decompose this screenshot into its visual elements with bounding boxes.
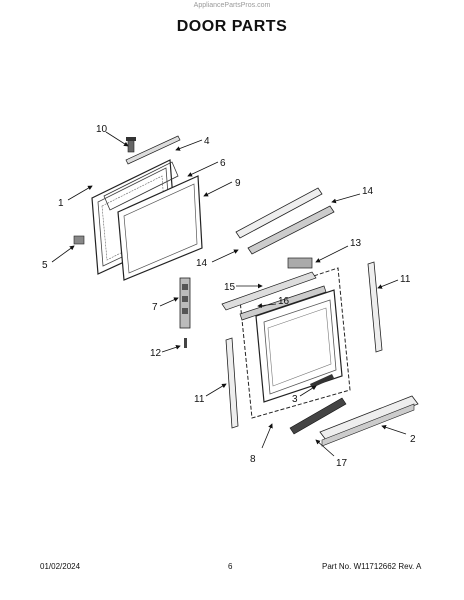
callout-12: 12 — [150, 348, 162, 359]
callout-11-right: 11 — [400, 274, 411, 285]
callout-13: 13 — [350, 238, 362, 249]
bracket-5 — [73, 235, 85, 245]
callout-8: 8 — [250, 454, 256, 465]
hinge — [179, 277, 191, 348]
callout-numbers: 10 4 6 9 1 5 14 13 14 11 15 16 7 12 11 3… — [42, 124, 416, 469]
rail-14-upper — [235, 187, 335, 255]
callout-14-upper: 14 — [362, 186, 374, 197]
hinge-rail-15-16 — [221, 271, 327, 321]
callout-11-left: 11 — [194, 394, 205, 405]
bottom-trim — [319, 395, 419, 447]
callout-10: 10 — [96, 124, 108, 135]
footer-page-number: 6 — [228, 562, 233, 571]
top-trim — [125, 135, 181, 165]
callout-16: 16 — [278, 296, 290, 307]
callout-7: 7 — [152, 302, 158, 313]
door-glass — [117, 175, 203, 281]
callout-4: 4 — [204, 136, 210, 147]
vent-3 — [310, 374, 334, 388]
footer-date: 01/02/2024 — [40, 562, 81, 571]
callout-9: 9 — [235, 178, 241, 189]
site-watermark: AppliancePartsPros.com — [193, 2, 271, 9]
callout-14-lower: 14 — [196, 258, 208, 269]
callout-15: 15 — [224, 282, 236, 293]
leader-lines — [51, 131, 407, 457]
callout-17: 17 — [336, 458, 348, 469]
vent-17 — [289, 397, 347, 435]
page-title: DOOR PARTS — [176, 18, 288, 35]
callout-3: 3 — [292, 394, 298, 405]
callout-1: 1 — [58, 198, 64, 209]
footer-part-number: Part No. W11712662 Rev. A — [322, 562, 422, 571]
screw-10 — [126, 137, 136, 153]
callout-6: 6 — [220, 158, 226, 169]
door-gasket — [103, 161, 179, 211]
side-strip-left — [225, 337, 239, 429]
bracket-13 — [287, 257, 313, 269]
callout-5: 5 — [42, 260, 48, 271]
callout-2: 2 — [410, 434, 416, 445]
side-strip-right — [367, 261, 383, 353]
